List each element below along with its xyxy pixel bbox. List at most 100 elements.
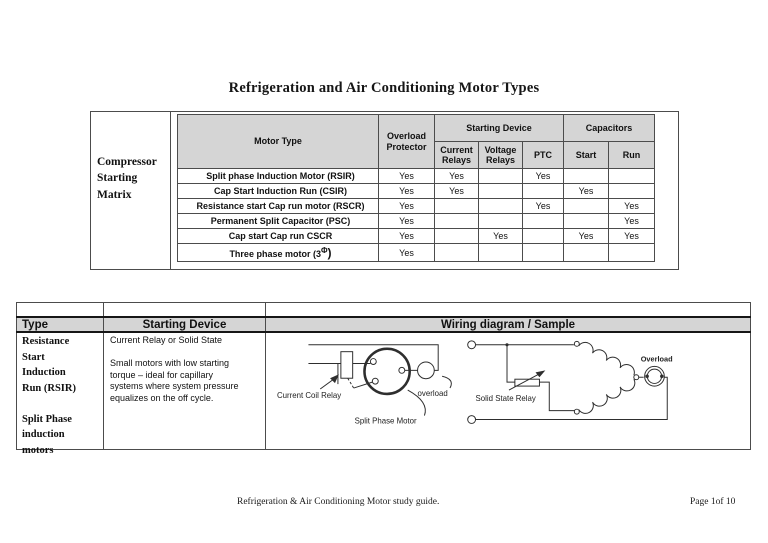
- cell-current: [434, 228, 479, 244]
- relay-contact-dashed: [347, 377, 355, 389]
- line-terminal: [467, 415, 477, 424]
- col-header-wiring: Wiring diagram / Sample: [265, 316, 751, 333]
- junction-dot: [645, 374, 649, 379]
- table-row: Split phase Induction Motor (RSIR) Yes Y…: [177, 168, 656, 184]
- empty-cell: [265, 302, 751, 318]
- cell-start: [563, 243, 610, 262]
- starting-device-text: Current Relay or Solid State Small motor…: [110, 335, 239, 403]
- col-header-start: Start: [563, 141, 610, 169]
- cell-run: [608, 168, 656, 184]
- col-header-voltage-relays: Voltage Relays: [478, 141, 523, 169]
- winding-terminal: [633, 374, 640, 381]
- cell-ptc: Yes: [521, 198, 565, 214]
- junction-dot: [505, 343, 509, 347]
- cell-current: [434, 243, 479, 262]
- cell-run: Yes: [608, 228, 656, 244]
- arrowhead: [330, 374, 339, 384]
- cell-motor-name: Cap start Cap run CSCR: [177, 228, 379, 244]
- overload-symbol: [644, 365, 665, 387]
- run-winding-coil: [578, 378, 636, 414]
- cell-motor-name: Three phase motor (3Φ): [177, 243, 379, 262]
- cell-voltage: Yes: [478, 228, 523, 244]
- cell-voltage: [478, 183, 523, 199]
- empty-cell: [103, 302, 266, 318]
- overload-symbol-inner: [646, 368, 663, 384]
- col-header-starting-device: Starting Device: [103, 316, 266, 333]
- motor-terminal: [371, 377, 379, 385]
- detail-header-row: Type Starting Device Wiring diagram / Sa…: [16, 316, 751, 333]
- winding-terminal: [573, 408, 580, 415]
- label-overload: overload: [418, 389, 448, 398]
- cell-start: Yes: [563, 183, 610, 199]
- empty-cell: [16, 302, 104, 318]
- winding-terminal: [573, 340, 580, 347]
- motor-detail-table: Type Starting Device Wiring diagram / Sa…: [16, 302, 751, 456]
- label-split-phase-motor: Split Phase Motor: [355, 416, 417, 425]
- col-header-run: Run: [608, 141, 656, 169]
- cell-start: [563, 198, 610, 214]
- cell-current: Yes: [434, 183, 479, 199]
- motor-name-paren: ): [327, 245, 332, 260]
- cell-start: [563, 168, 610, 184]
- matrix-side-cell: Compressor Starting Matrix: [91, 112, 171, 269]
- cell-motor-name: Resistance start Cap run motor (RSCR): [177, 198, 379, 214]
- wire: [506, 344, 515, 383]
- current-relay-coil-symbol: [340, 351, 354, 379]
- cell-run: Yes: [608, 213, 656, 229]
- label-overload-bold: Overload: [641, 355, 673, 364]
- label-solid-state-relay: Solid State Relay: [476, 394, 536, 403]
- wire: [475, 376, 668, 420]
- type-text: Resistance Start Induction Run (RSIR) Sp…: [22, 336, 76, 456]
- cell-overload: Yes: [378, 168, 435, 184]
- col-header-ptc: PTC: [521, 141, 565, 169]
- table-row: Three phase motor (3Φ) Yes: [177, 243, 656, 262]
- footer-page-number: Page 1of 10: [690, 497, 736, 507]
- col-header-type: Type: [16, 316, 104, 333]
- cell-run: [608, 183, 656, 199]
- cell-start: [563, 213, 610, 229]
- overload-symbol: [417, 361, 435, 380]
- wire: [539, 381, 575, 412]
- motor-name-text: Three phase motor (3: [229, 248, 321, 259]
- cell-overload: Yes: [378, 198, 435, 214]
- footer-document-name: Refrigeration & Air Conditioning Motor s…: [237, 497, 440, 507]
- col-header-current-relays: Current Relays: [434, 141, 479, 169]
- cell-current: [434, 213, 479, 229]
- cell-run: [608, 243, 656, 262]
- solid-state-relay-symbol: [514, 378, 540, 387]
- cell-overload: Yes: [378, 183, 435, 199]
- cell-ptc: [521, 243, 565, 262]
- cell-ptc: [521, 228, 565, 244]
- cell-wiring-diagram: Current Coil Relay overload Split Phase …: [265, 331, 751, 450]
- cell-run: Yes: [608, 198, 656, 214]
- phi-symbol: Φ: [320, 246, 328, 255]
- col-group-capacitors: Capacitors: [563, 114, 656, 142]
- cell-motor-name: Permanent Split Capacitor (PSC): [177, 213, 379, 229]
- arrowhead: [535, 370, 546, 378]
- junction-dot: [660, 374, 664, 379]
- motor-circle: [363, 347, 411, 396]
- cell-voltage: [478, 243, 523, 262]
- cell-type: Resistance Start Induction Run (RSIR) Sp…: [16, 331, 104, 456]
- empty-row: [16, 302, 751, 318]
- label-current-coil-relay: Current Coil Relay: [277, 391, 341, 400]
- table-row: Permanent Split Capacitor (PSC) Yes Yes: [177, 213, 656, 229]
- cell-overload: Yes: [378, 228, 435, 244]
- table-row: Cap Start Induction Run (CSIR) Yes Yes Y…: [177, 183, 656, 199]
- col-header-overload: Overload Protector: [378, 114, 435, 169]
- cell-current: [434, 198, 479, 214]
- leader-line: [442, 375, 452, 389]
- cell-ptc: [521, 213, 565, 229]
- cell-current: Yes: [434, 168, 479, 184]
- detail-body-row: Resistance Start Induction Run (RSIR) Sp…: [16, 331, 751, 456]
- cell-ptc: Yes: [521, 168, 565, 184]
- compressor-matrix-table: Motor Type Overload Protector Starting D…: [177, 114, 656, 262]
- col-group-starting-device: Starting Device: [433, 114, 565, 142]
- leader-line: [407, 389, 426, 416]
- motor-terminal: [369, 358, 377, 365]
- relay-arrow: [508, 372, 541, 391]
- table-row: Resistance start Cap run motor (RSCR) Ye…: [177, 198, 656, 214]
- line-terminal: [467, 340, 477, 350]
- cell-ptc: [521, 183, 565, 199]
